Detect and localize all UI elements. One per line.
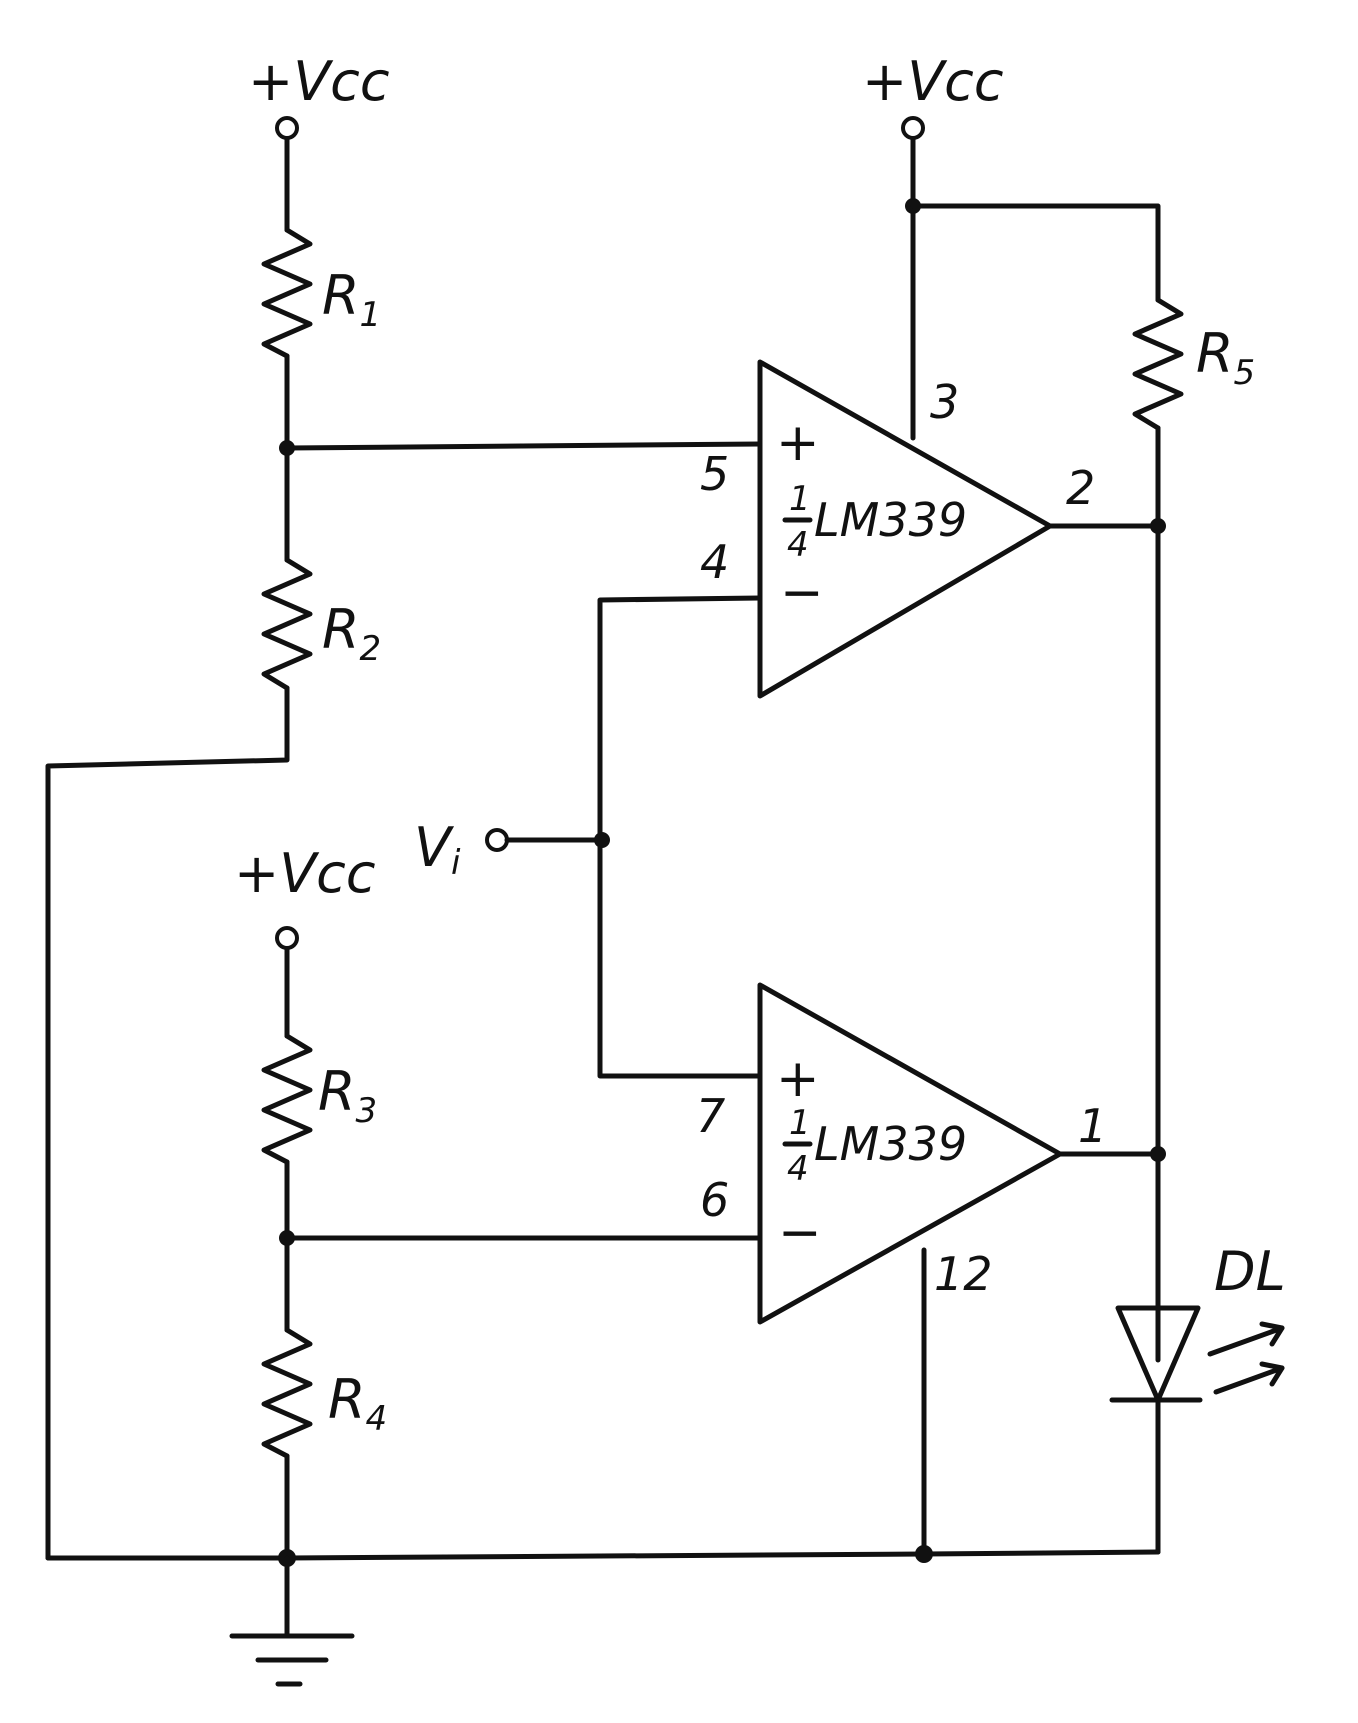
bottom-pin7-label: 7 xyxy=(696,1089,725,1143)
r5-label: R5 xyxy=(1196,322,1255,393)
bottom-minus-sign: − xyxy=(778,1203,822,1263)
top-pin3-label: 3 xyxy=(930,375,959,429)
top-pin2-label: 2 xyxy=(1066,461,1095,515)
vcc-label-top-left: +Vcc xyxy=(248,50,390,113)
bottom-fraction-num: 1 xyxy=(789,1103,811,1143)
vi-label: Vi xyxy=(414,816,461,883)
top-part-number: LM339 xyxy=(814,493,967,547)
junction-pin2 xyxy=(1150,518,1166,534)
wire-vcc-to-r5 xyxy=(910,203,1161,303)
wire-r2-to-ground-loop xyxy=(45,685,290,1561)
vcc-label-top-right: +Vcc xyxy=(862,50,1004,113)
led-emission-arrows-icon xyxy=(1207,1321,1285,1395)
bottom-plus-sign: + xyxy=(776,1049,820,1109)
r3-label: R3 xyxy=(318,1060,377,1131)
top-plus-sign: + xyxy=(776,413,820,473)
vcc-terminal-top-left xyxy=(275,116,299,233)
r4-label: R4 xyxy=(328,1368,387,1439)
wire-vi-to-comparators xyxy=(597,595,763,1079)
top-pin5-label: 5 xyxy=(700,447,729,501)
vcc-terminal-bottom-left xyxy=(275,926,299,1039)
top-fraction-den: 4 xyxy=(787,525,809,565)
comparator-bottom xyxy=(757,982,1063,1325)
vi-terminal xyxy=(485,828,509,852)
junction-ground-right xyxy=(915,1545,933,1563)
led-label: DL xyxy=(1214,1240,1286,1303)
bottom-part-number: LM339 xyxy=(814,1117,967,1171)
resistor-r2 xyxy=(261,557,313,691)
ground-bus xyxy=(45,1549,1161,1561)
vcc-terminal-top-right xyxy=(901,116,925,441)
r1-label: R1 xyxy=(322,264,381,335)
resistor-r1 xyxy=(261,227,313,359)
bottom-pin6-label: 6 xyxy=(700,1173,729,1227)
junction-pin1 xyxy=(1150,1146,1166,1162)
vcc-label-bottom-left: +Vcc xyxy=(234,842,376,905)
bottom-pin1-label: 1 xyxy=(1078,1099,1107,1153)
wire-to-pin5 xyxy=(284,441,763,451)
bottom-pin12-label: 12 xyxy=(934,1247,993,1301)
r2-label: R2 xyxy=(322,598,381,669)
ground-icon xyxy=(229,1555,355,1687)
comparator-top xyxy=(757,359,1053,699)
resistor-r3 xyxy=(261,1033,313,1165)
top-pin4-label: 4 xyxy=(700,535,729,589)
top-fraction-num: 1 xyxy=(789,479,811,519)
top-minus-sign: − xyxy=(780,563,824,623)
bottom-fraction-den: 4 xyxy=(787,1149,809,1189)
resistor-r5 xyxy=(1132,297,1184,431)
resistor-r4 xyxy=(261,1327,313,1459)
